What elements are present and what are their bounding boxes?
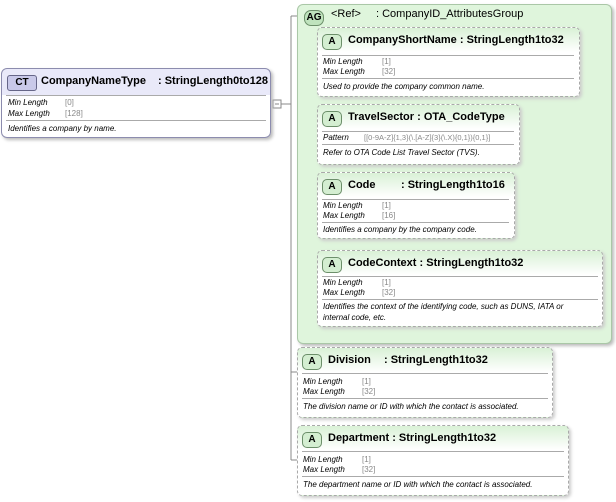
attribute-name: CodeContext : StringLength1to32 xyxy=(348,257,524,269)
min-length-label: Min Length xyxy=(303,377,343,386)
min-length-label: Min Length xyxy=(323,57,363,66)
max-length-label: Max Length xyxy=(303,387,345,396)
attribute-description: Identifies a company by the company code… xyxy=(323,225,477,234)
attribute-code[interactable]: A Code : StringLength1to16 Min Length [1… xyxy=(317,172,515,239)
attribute-type: : StringLength1to32 xyxy=(384,354,488,366)
attribute-badge-icon: A xyxy=(302,354,322,370)
min-length-label: Min Length xyxy=(303,455,343,464)
divider xyxy=(322,222,509,223)
attribute-name: CompanyShortName : StringLength1to32 xyxy=(348,34,564,46)
attribute-name: TravelSector : OTA_CodeType xyxy=(348,111,505,123)
min-length-value: [1] xyxy=(362,455,371,464)
attribute-code-context[interactable]: A CodeContext : StringLength1to32 Min Le… xyxy=(317,250,603,327)
divider xyxy=(6,120,266,121)
complex-type-description: Identifies a company by name. xyxy=(8,124,117,133)
pattern-label: Pattern xyxy=(323,133,349,142)
max-length-value: [32] xyxy=(362,387,376,396)
max-length-value: [128] xyxy=(65,109,83,118)
max-length-value: [32] xyxy=(382,288,396,297)
attribute-description: The department name or ID with which the… xyxy=(303,480,533,489)
attribute-description: The division name or ID with which the c… xyxy=(303,402,519,411)
attribute-department[interactable]: A Department : StringLength1to32 Min Len… xyxy=(297,425,569,496)
attribute-badge-icon: A xyxy=(322,111,342,127)
attribute-description: Identifies the context of the identifyin… xyxy=(323,302,564,311)
attribute-group-name: : CompanyID_AttributesGroup xyxy=(376,8,524,20)
attribute-group-badge-icon: AG xyxy=(304,10,324,26)
complex-type-type: : StringLength0to128 xyxy=(158,75,269,87)
divider xyxy=(6,95,266,96)
max-length-value: [32] xyxy=(382,67,396,76)
min-length-value: [1] xyxy=(382,201,391,210)
complex-type-name: CompanyNameType xyxy=(41,75,146,87)
max-length-label: Max Length xyxy=(323,67,365,76)
min-length-value: [1] xyxy=(382,278,391,287)
attribute-travel-sector[interactable]: A TravelSector : OTA_CodeType Pattern [[… xyxy=(317,104,520,165)
attribute-description-cont: internal code, etc. xyxy=(323,313,387,322)
max-length-label: Max Length xyxy=(323,211,365,220)
max-length-label: Max Length xyxy=(8,109,50,118)
divider xyxy=(302,476,564,477)
pattern-value: [[0-9A-Z]{1,3}(\.[A-Z]{3}(\.X){0,1}){0,1… xyxy=(364,133,491,142)
attribute-name: Department : StringLength1to32 xyxy=(328,432,497,444)
min-length-label: Min Length xyxy=(323,201,363,210)
max-length-value: [16] xyxy=(382,211,396,220)
complex-type-box[interactable]: CT CompanyNameType : StringLength0to128 … xyxy=(1,68,271,138)
divider xyxy=(302,451,564,452)
divider xyxy=(322,144,514,145)
min-length-value: [1] xyxy=(362,377,371,386)
min-length-label: Min Length xyxy=(8,98,48,107)
max-length-label: Max Length xyxy=(323,288,365,297)
min-length-value: [1] xyxy=(382,57,391,66)
max-length-value: [32] xyxy=(362,465,376,474)
divider xyxy=(322,78,574,79)
attribute-description: Used to provide the company common name. xyxy=(323,82,485,91)
max-length-label: Max Length xyxy=(303,465,345,474)
divider xyxy=(322,276,598,277)
attribute-company-short-name[interactable]: A CompanyShortName : StringLength1to32 M… xyxy=(317,27,580,97)
attribute-badge-icon: A xyxy=(322,179,342,195)
divider xyxy=(302,398,548,399)
divider xyxy=(302,373,548,374)
attribute-badge-icon: A xyxy=(322,34,342,50)
attribute-group-ref: <Ref> xyxy=(331,8,361,20)
attribute-type: : StringLength1to16 xyxy=(401,179,505,191)
min-length-label: Min Length xyxy=(323,278,363,287)
divider xyxy=(322,131,514,132)
attribute-badge-icon: A xyxy=(302,432,322,448)
divider xyxy=(322,299,598,300)
attribute-division[interactable]: A Division : StringLength1to32 Min Lengt… xyxy=(297,347,553,418)
min-length-value: [0] xyxy=(65,98,74,107)
divider xyxy=(322,55,574,56)
attribute-name: Code xyxy=(348,179,376,191)
divider xyxy=(322,199,509,200)
attribute-badge-icon: A xyxy=(322,257,342,273)
attribute-description: Refer to OTA Code List Travel Sector (TV… xyxy=(323,148,480,157)
complex-type-badge-icon: CT xyxy=(7,75,37,91)
attribute-name: Division xyxy=(328,354,371,366)
